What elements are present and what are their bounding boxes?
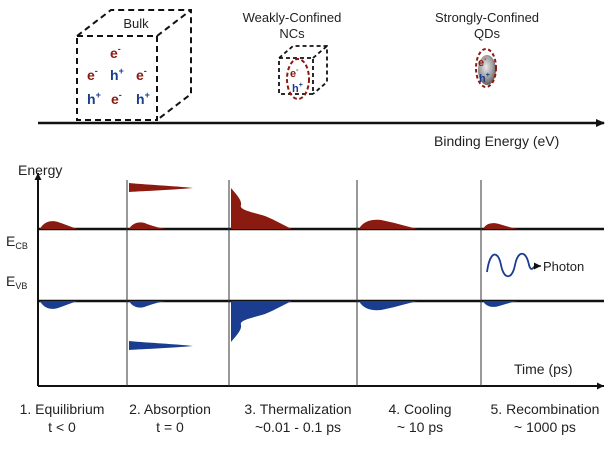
stage-time: ~0.01 - 0.1 ps — [255, 419, 341, 435]
electron-distribution — [483, 223, 518, 229]
stage-captions: 1. Equilibrium t < 0 2. Absorption t = 0… — [20, 401, 600, 435]
photon-wave — [486, 252, 536, 278]
electron-label: e- — [478, 56, 487, 69]
hot-electron-distribution — [129, 183, 193, 192]
top-panel: Bulk e- e- h+ e- h+ e- h+ Weakly-Confine… — [38, 9, 605, 149]
hot-hole-distribution — [129, 341, 193, 350]
electron-label: e- — [136, 66, 147, 83]
bulk-label: Bulk — [123, 16, 149, 31]
hole-label: h+ — [87, 90, 101, 107]
stage-time: t = 0 — [156, 419, 184, 435]
photon-label: Photon — [543, 259, 584, 274]
evb-label: EVB — [6, 273, 27, 291]
electron-label: e- — [111, 90, 122, 107]
hole-label: h+ — [292, 82, 303, 95]
time-axis-label: Time (ps) — [514, 361, 573, 377]
hole-distribution — [129, 301, 166, 308]
stage-time: t < 0 — [48, 419, 76, 435]
hole-label: h+ — [479, 72, 490, 85]
stage-time: ~ 1000 ps — [514, 419, 576, 435]
hole-label: h+ — [136, 90, 150, 107]
electron-label: e- — [290, 67, 299, 80]
qd-sphere — [478, 55, 496, 85]
electron-distribution — [40, 221, 78, 229]
hole-label: h+ — [110, 66, 124, 83]
nc-carriers: e- h+ — [290, 67, 303, 95]
qd-label-line2: QDs — [474, 26, 501, 41]
electron-label: e- — [110, 44, 121, 61]
hole-distribution — [231, 301, 292, 342]
nc-label-line1: Weakly-Confined — [243, 10, 342, 25]
stage-separators — [126, 180, 482, 386]
qd-carriers: e- h+ — [478, 56, 490, 85]
qd-exciton-orbit — [475, 48, 497, 88]
nc-label-line2: NCs — [279, 26, 305, 41]
hole-distribution — [359, 301, 418, 311]
hole-distribution — [40, 301, 78, 309]
hole-distribution — [483, 301, 518, 307]
bulk-carriers: e- e- h+ e- h+ e- h+ — [87, 44, 150, 107]
stage-name: 3. Thermalization — [244, 401, 351, 417]
stage-time: ~ 10 ps — [397, 419, 443, 435]
nc-exciton-orbit — [286, 58, 310, 100]
electron-distribution — [129, 222, 166, 229]
ecb-label: ECB — [6, 233, 28, 251]
bulk-cube — [76, 9, 192, 121]
electron-label: e- — [87, 66, 98, 83]
electron-distribution — [231, 188, 292, 229]
energy-axis-label: Energy — [18, 162, 62, 178]
bottom-panel: Energy Time (ps) ECB EVB — [6, 162, 604, 435]
qd-label-line1: Strongly-Confined — [435, 10, 539, 25]
stage-name: 2. Absorption — [129, 401, 211, 417]
stage-name: 1. Equilibrium — [20, 401, 105, 417]
electron-distribution — [359, 219, 418, 229]
binding-energy-axis-label: Binding Energy (eV) — [434, 133, 559, 149]
stage-name: 4. Cooling — [388, 401, 451, 417]
stage-name: 5. Recombination — [491, 401, 600, 417]
nc-cube — [278, 45, 328, 95]
